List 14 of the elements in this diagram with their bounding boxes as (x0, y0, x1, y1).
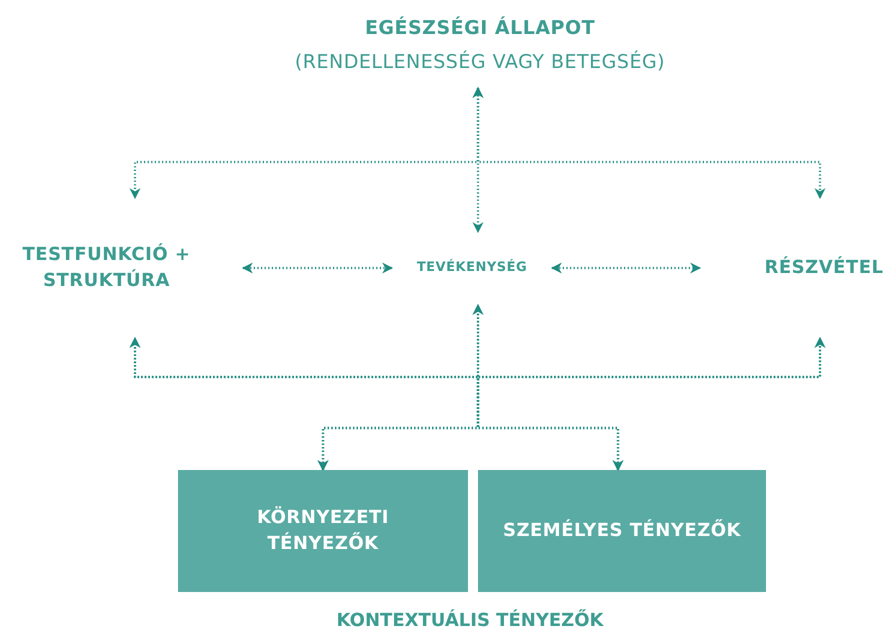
factor-box (478, 470, 766, 592)
node-title: KÖRNYEZETI TÉNYEZŐK (256, 505, 390, 556)
node-title: TEVÉKENYSÉG (416, 259, 528, 278)
dotted-arrow (242, 262, 394, 274)
group-label: KONTEXTUÁLIS TÉNYEZŐK (336, 610, 605, 631)
node-title: TESTFUNKCIÓ + STRUKTÚRA (22, 242, 192, 293)
factor-box (178, 470, 468, 592)
dotted-arrow (476, 336, 826, 472)
node-subtitle: (RENDELLENESSÉG VAGY BETEGSÉG) (294, 49, 666, 75)
dotted-arrow (472, 86, 826, 200)
node-title: EGÉSZSÉGI ÁLLAPOT (364, 15, 596, 42)
dotted-arrow (550, 262, 702, 274)
node-title: RÉSZVÉTEL (764, 255, 884, 280)
node-title: SZEMÉLYES TÉNYEZŐK (502, 518, 742, 543)
